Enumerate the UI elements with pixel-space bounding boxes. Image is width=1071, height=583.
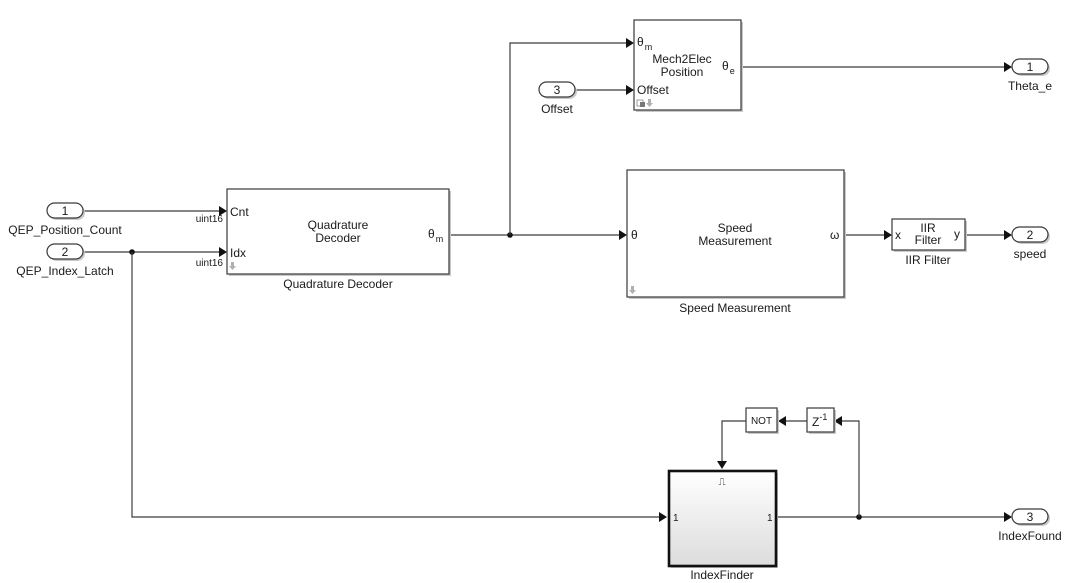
port-label-theta-m: θm <box>428 227 443 244</box>
block-title: Mech2Elec <box>652 52 711 66</box>
inport-offset[interactable]: 3 Offset <box>538 81 577 116</box>
wire-feedback[interactable] <box>841 420 860 517</box>
arrowhead <box>778 416 786 426</box>
port-label-x: x <box>895 228 901 242</box>
block-title: Speed <box>718 221 753 235</box>
outport-speed[interactable]: 2 speed <box>1011 226 1050 261</box>
down-arrow-icon <box>629 286 636 294</box>
port-number: 1 <box>1027 60 1034 74</box>
port-label-cnt: Cnt <box>230 205 249 219</box>
port-name: QEP_Index_Latch <box>16 264 113 278</box>
port-label-omega: ω <box>830 228 839 242</box>
port-label-idx: Idx <box>230 246 246 260</box>
port-name: QEP_Position_Count <box>8 223 122 237</box>
block-title: IIR <box>920 221 936 235</box>
port-name: IndexFound <box>998 529 1061 543</box>
block-quadrature-decoder[interactable]: Quadrature Decoder Cnt Idx θm <box>226 188 451 276</box>
arrowhead <box>834 416 842 426</box>
arrowhead <box>1004 62 1012 72</box>
port-name: speed <box>1014 247 1047 261</box>
datatype-label: uint16 <box>196 258 224 269</box>
arrowhead <box>626 85 634 95</box>
port-label-in1: 1 <box>673 513 679 524</box>
port-number: 1 <box>62 204 69 218</box>
wire-not-to-trigger[interactable] <box>721 420 746 462</box>
arrowhead <box>659 512 667 522</box>
signal-lines <box>83 38 1012 522</box>
down-arrow-icon <box>646 99 653 107</box>
block-mech2elec-position[interactable]: Mech2Elec Position θm Offset θe <box>633 19 743 112</box>
block-title: Quadrature <box>308 218 369 232</box>
port-label-out1: 1 <box>767 513 773 524</box>
block-title: Position <box>661 65 704 79</box>
trigger-icon: ⎍ <box>719 477 726 488</box>
port-name: Offset <box>541 102 573 116</box>
down-arrow-icon <box>229 262 236 270</box>
block-title: Measurement <box>698 234 772 248</box>
arrowhead <box>1004 512 1012 522</box>
block-index-finder[interactable]: ⎍ 1 1 <box>667 469 778 568</box>
arrowhead <box>219 247 227 257</box>
wire-index-latch-to-indexfinder[interactable] <box>131 252 659 518</box>
port-number: 3 <box>554 83 561 97</box>
port-number: 2 <box>62 245 69 259</box>
arrowhead <box>884 230 892 240</box>
block-unit-delay[interactable]: Z-1 <box>806 407 836 434</box>
port-label-y: y <box>954 227 960 241</box>
port-label-theta-e: θe <box>722 59 735 76</box>
port-name: Theta_e <box>1008 79 1052 93</box>
inport-qep-position-count[interactable]: 1 QEP_Position_Count <box>8 202 122 237</box>
arrowhead <box>717 461 727 469</box>
block-title: Filter <box>915 233 942 247</box>
wire-theta-m-to-mech2elec[interactable] <box>509 42 626 235</box>
block-name-speed-measurement: Speed Measurement <box>679 301 791 315</box>
inport-qep-index-latch[interactable]: 2 QEP_Index_Latch <box>16 243 114 278</box>
outport-index-found[interactable]: 3 IndexFound <box>998 508 1062 543</box>
block-logical-not[interactable]: NOT <box>745 407 779 434</box>
port-number: 2 <box>1027 228 1034 242</box>
outport-theta-e[interactable]: 1 Theta_e <box>1008 58 1052 93</box>
block-name-index-finder: IndexFinder <box>690 568 753 582</box>
block-iir-filter[interactable]: IIR Filter x y <box>891 218 967 252</box>
port-label-offset: Offset <box>637 83 669 97</box>
block-speed-measurement[interactable]: Speed Measurement θ ω <box>626 169 846 299</box>
arrowhead <box>619 230 627 240</box>
block-title: Decoder <box>315 231 360 245</box>
port-label-theta: θ <box>631 228 638 242</box>
arrowhead <box>1004 230 1012 240</box>
block-label: NOT <box>751 416 772 427</box>
port-label-theta-m: θm <box>637 35 652 52</box>
port-number: 3 <box>1027 510 1034 524</box>
block-name-quadrature-decoder: Quadrature Decoder <box>283 277 392 291</box>
arrowhead <box>626 38 634 48</box>
arrowhead <box>219 206 227 216</box>
block-name-iir-filter: IIR Filter <box>905 253 950 267</box>
datatype-label: uint16 <box>196 214 224 225</box>
library-link-icon <box>636 99 645 107</box>
block-label: Z-1 <box>812 412 827 429</box>
